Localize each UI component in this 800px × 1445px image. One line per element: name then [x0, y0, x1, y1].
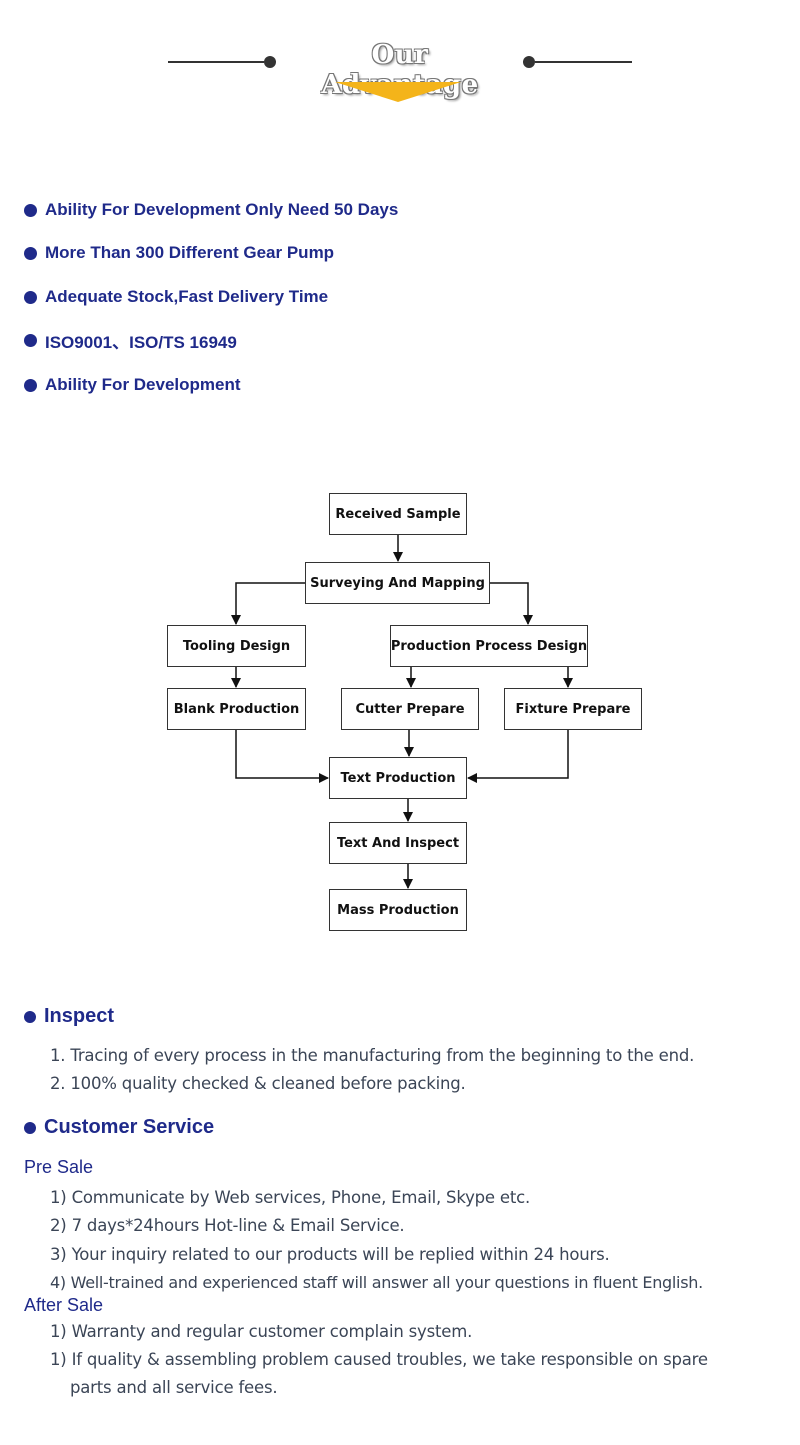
advantage-item: ISO9001、ISO/TS 16949: [24, 328, 237, 352]
advantage-item: More Than 300 Different Gear Pump: [24, 241, 334, 265]
bullet-icon: [24, 1121, 36, 1134]
header-dot-right: [523, 56, 535, 68]
inspect-item: 2. 100% quality checked & cleaned before…: [50, 1074, 466, 1093]
advantage-text: Ability For Development Only Need 50 Day…: [45, 200, 399, 219]
pre-sale-item: 4) Well-trained and experienced staff wi…: [50, 1273, 703, 1292]
arrow-blank-to-text-production: [235, 729, 329, 783]
flow-step-tooling-design: Tooling Design: [167, 625, 306, 667]
advantage-text: Adequate Stock,Fast Delivery Time: [45, 287, 329, 306]
arrow-fixture-to-text-production: [467, 730, 569, 783]
advantage-text: ISO9001、ISO/TS 16949: [45, 332, 237, 352]
pre-sale-item: 3) Your inquiry related to our products …: [50, 1245, 610, 1264]
advantage-text: More Than 300 Different Gear Pump: [45, 243, 335, 262]
header-line-right: [535, 61, 632, 63]
after-sale-title: After Sale: [24, 1295, 104, 1315]
bullet-icon: [24, 203, 37, 217]
header-accent-triangle: [335, 82, 461, 102]
inspect-title: Inspect: [44, 1005, 115, 1027]
inspect-heading: Inspect: [24, 1005, 114, 1028]
flow-step-text-production: Text Production: [329, 757, 467, 799]
advantage-text: Ability For Development: [45, 375, 241, 394]
flow-step-received-sample: Received Sample: [329, 493, 467, 535]
pre-sale-item: 1) Communicate by Web services, Phone, E…: [50, 1188, 531, 1207]
customer-service-title: Customer Service: [44, 1116, 215, 1138]
bullet-icon: [24, 378, 37, 392]
after-sale-item: 1) Warranty and regular customer complai…: [50, 1322, 473, 1341]
flow-step-surveying: Surveying And Mapping: [305, 562, 490, 604]
flow-step-text-and-inspect: Text And Inspect: [329, 822, 467, 864]
flow-step-cutter-prepare: Cutter Prepare: [341, 688, 479, 730]
flowchart-connectors: [231, 534, 573, 889]
bullet-icon: [24, 246, 37, 260]
pre-sale-item: 2) 7 days*24hours Hot-line & Email Servi…: [50, 1216, 405, 1235]
bullet-icon: [24, 290, 37, 304]
flow-step-fixture-prepare: Fixture Prepare: [504, 688, 642, 730]
header-line-left: [168, 61, 264, 63]
flow-step-blank-production: Blank Production: [167, 688, 306, 730]
after-sale-item-continued: parts and all service fees.: [70, 1378, 278, 1397]
advantage-item: Ability For Development: [24, 373, 241, 397]
arrow-survey-to-tooling: [231, 582, 306, 625]
after-sale-item: 1) If quality & assembling problem cause…: [50, 1350, 708, 1369]
flow-step-mass-production: Mass Production: [329, 889, 467, 931]
header-dot-left: [264, 56, 276, 68]
pre-sale-title: Pre Sale: [24, 1157, 94, 1177]
bullet-icon: [24, 1010, 36, 1023]
bullet-icon: [24, 333, 37, 347]
advantage-item: Adequate Stock,Fast Delivery Time: [24, 285, 328, 309]
customer-service-heading: Customer Service: [24, 1116, 214, 1139]
inspect-item: 1. Tracing of every process in the manuf…: [50, 1046, 695, 1065]
flow-step-process-design: Production Process Design: [390, 625, 588, 667]
advantage-item: Ability For Development Only Need 50 Day…: [24, 198, 398, 222]
arrow-survey-to-process: [490, 582, 533, 625]
